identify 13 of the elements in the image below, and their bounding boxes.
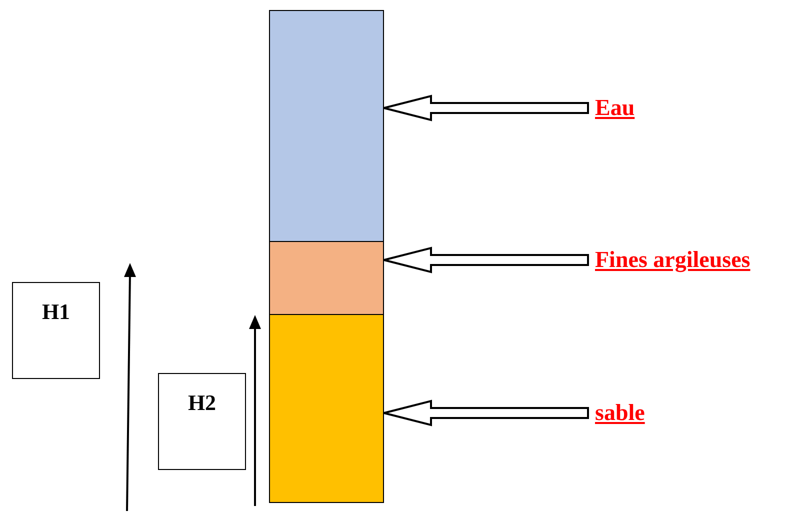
height-label: H2: [188, 390, 216, 417]
block-arrow: [383, 94, 589, 122]
height-label: H1: [42, 299, 70, 326]
layer-label: Eau: [595, 95, 635, 121]
water-layer: [269, 10, 384, 242]
sand-layer: [269, 314, 384, 503]
label-box: [12, 282, 100, 379]
layer-label: sable: [595, 400, 645, 426]
block-arrow: [383, 400, 589, 426]
label-box: [158, 373, 246, 470]
block-arrow: [383, 246, 589, 274]
clay-fines-layer: [269, 241, 384, 315]
layer-label: Fines argileuses: [595, 247, 750, 273]
